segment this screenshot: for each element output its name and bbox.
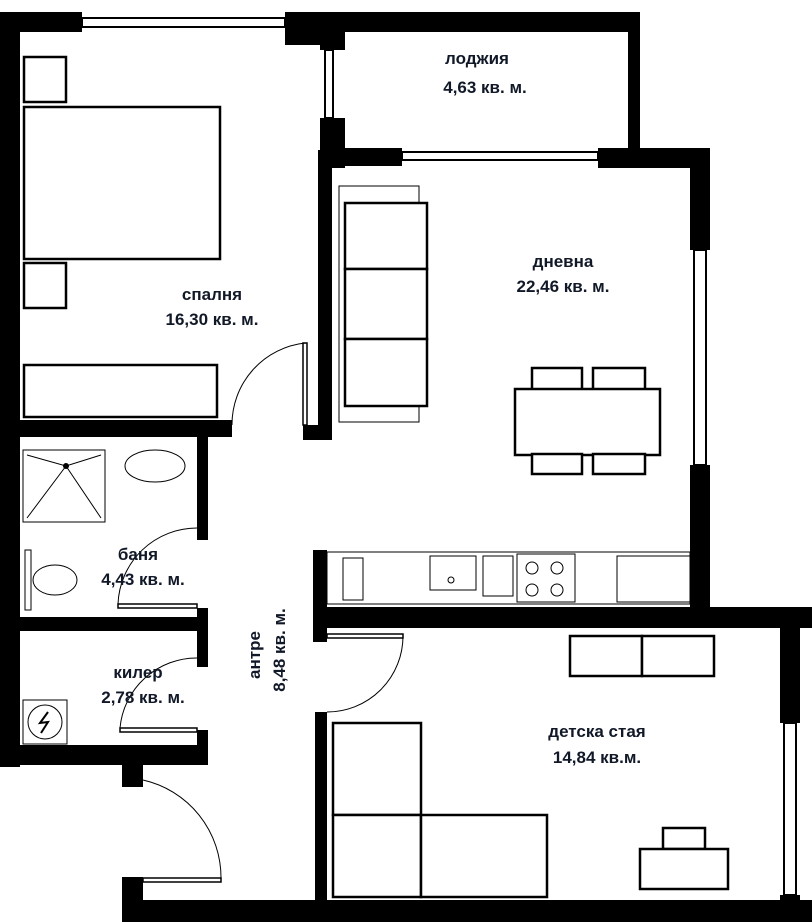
bed-kids (331, 813, 423, 899)
desk (638, 847, 730, 891)
room-area-loggia: 4,63 кв. м. (443, 78, 527, 97)
boiler (22, 699, 68, 745)
room-area-bedroom: 16,30 кв. м. (166, 310, 259, 329)
window-living-right (693, 249, 707, 466)
sofa-cushion (343, 201, 429, 271)
chair (661, 826, 707, 851)
room-area-storage: 2,78 кв. м. (101, 688, 185, 707)
desk-shelf (640, 634, 716, 678)
window-loggia-door (324, 49, 334, 119)
room-name-living: дневна (533, 252, 594, 271)
dining-chair (591, 366, 647, 392)
window-bedroom (81, 17, 286, 28)
drainer (482, 555, 514, 597)
door-entrance (142, 877, 222, 883)
room-name-bedroom: спалня (182, 285, 242, 304)
toilet (32, 564, 78, 596)
wardrobe (331, 721, 423, 817)
room-area-living: 22,46 кв. м. (517, 277, 610, 296)
door-kids (326, 633, 404, 639)
room-area-kids: 14,84 кв.м. (553, 748, 641, 767)
windows (81, 17, 797, 896)
dining-chair (530, 366, 584, 392)
furniture (22, 55, 730, 899)
sofa-cushion (343, 267, 429, 341)
room-labels: лоджия 4,63 кв. м. дневна 22,46 кв. м. с… (101, 49, 645, 767)
room-area-hallway: 8,48 кв. м. (270, 608, 289, 692)
room-area-bathroom: 4,43 кв. м. (101, 570, 185, 589)
door-storage (119, 727, 198, 733)
nightstand (22, 55, 68, 104)
door-bathroom (117, 603, 198, 609)
sofa-cushion (343, 337, 429, 408)
walls (0, 12, 812, 922)
window-kids (783, 722, 797, 896)
dining-table (513, 387, 662, 457)
wardrobe (22, 363, 219, 419)
bed-kids (419, 813, 549, 899)
room-name-storage: килер (113, 663, 162, 682)
door-bedroom (302, 342, 308, 426)
desk-shelf (568, 634, 644, 678)
window-living (401, 151, 599, 161)
fridge (342, 557, 364, 601)
shower (22, 449, 106, 523)
sink-bath (124, 449, 186, 483)
nightstand (22, 261, 68, 310)
room-name-loggia: лоджия (445, 49, 509, 68)
sink (429, 555, 477, 591)
room-name-hallway: антре (245, 631, 264, 679)
room-name-bathroom: баня (118, 545, 158, 564)
bed (22, 105, 222, 261)
doors (117, 342, 404, 883)
dining-chair (591, 452, 647, 476)
room-name-kids: детска стая (548, 722, 645, 741)
dining-chair (530, 452, 584, 476)
